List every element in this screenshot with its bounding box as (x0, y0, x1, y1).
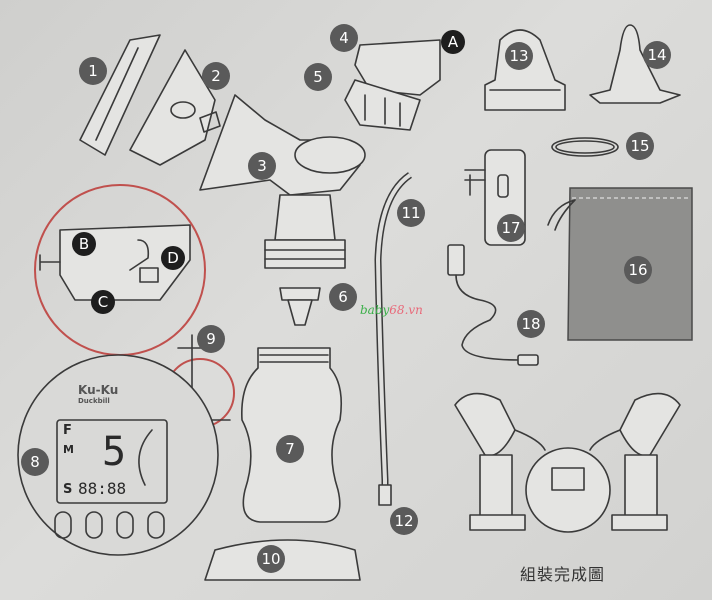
lcd-m: M (63, 443, 74, 456)
lcd-s: S (63, 482, 73, 497)
lcd-screen (56, 419, 168, 504)
label-12: 12 (390, 507, 418, 535)
part-3-funnel (199, 94, 366, 269)
logo-brand: Ku-Ku (78, 383, 119, 397)
label-11: 11 (397, 199, 425, 227)
label-16: 16 (624, 256, 652, 284)
part-4-5-valve (344, 39, 441, 131)
label-18: 18 (517, 310, 545, 338)
label-9: 9 (197, 325, 225, 353)
part-13-cap (484, 29, 566, 111)
label-B: B (72, 232, 96, 256)
label-C: C (91, 290, 115, 314)
part-15-ring (551, 137, 619, 157)
part-12-connector (378, 484, 392, 506)
watermark: baby68.vn (360, 303, 423, 317)
label-5: 5 (304, 63, 332, 91)
lcd-level: 5 (102, 429, 127, 475)
label-10: 10 (257, 545, 285, 573)
label-15: 15 (626, 132, 654, 160)
lcd-timer: 88:88 (78, 479, 127, 498)
label-13: 13 (505, 42, 533, 70)
logo-sub: Duckbill (78, 397, 110, 405)
part-8-controller (17, 354, 219, 556)
part-16-bag (547, 187, 693, 341)
watermark-part2: 68.vn (389, 303, 423, 317)
part-1-cover (79, 34, 161, 156)
breast-icon (138, 429, 153, 486)
control-buttons (54, 511, 165, 539)
watermark-part1: baby (360, 303, 390, 317)
label-2: 2 (202, 62, 230, 90)
lcd-f: F (63, 423, 72, 438)
part-6-valve (279, 287, 321, 326)
label-6: 6 (329, 283, 357, 311)
label-A: A (441, 30, 465, 54)
assembly-caption: 組裝完成圖 (520, 565, 606, 584)
label-D: D (161, 246, 185, 270)
part-14-nipple (589, 24, 681, 104)
label-8: 8 (21, 448, 49, 476)
assembled-pump (454, 392, 681, 533)
label-7: 7 (276, 435, 304, 463)
label-1: 1 (79, 57, 107, 85)
part-2-membrane (129, 49, 221, 166)
label-14: 14 (643, 41, 671, 69)
label-3: 3 (248, 152, 276, 180)
part-18-cable (447, 244, 539, 366)
label-17: 17 (497, 214, 525, 242)
label-4: 4 (330, 24, 358, 52)
